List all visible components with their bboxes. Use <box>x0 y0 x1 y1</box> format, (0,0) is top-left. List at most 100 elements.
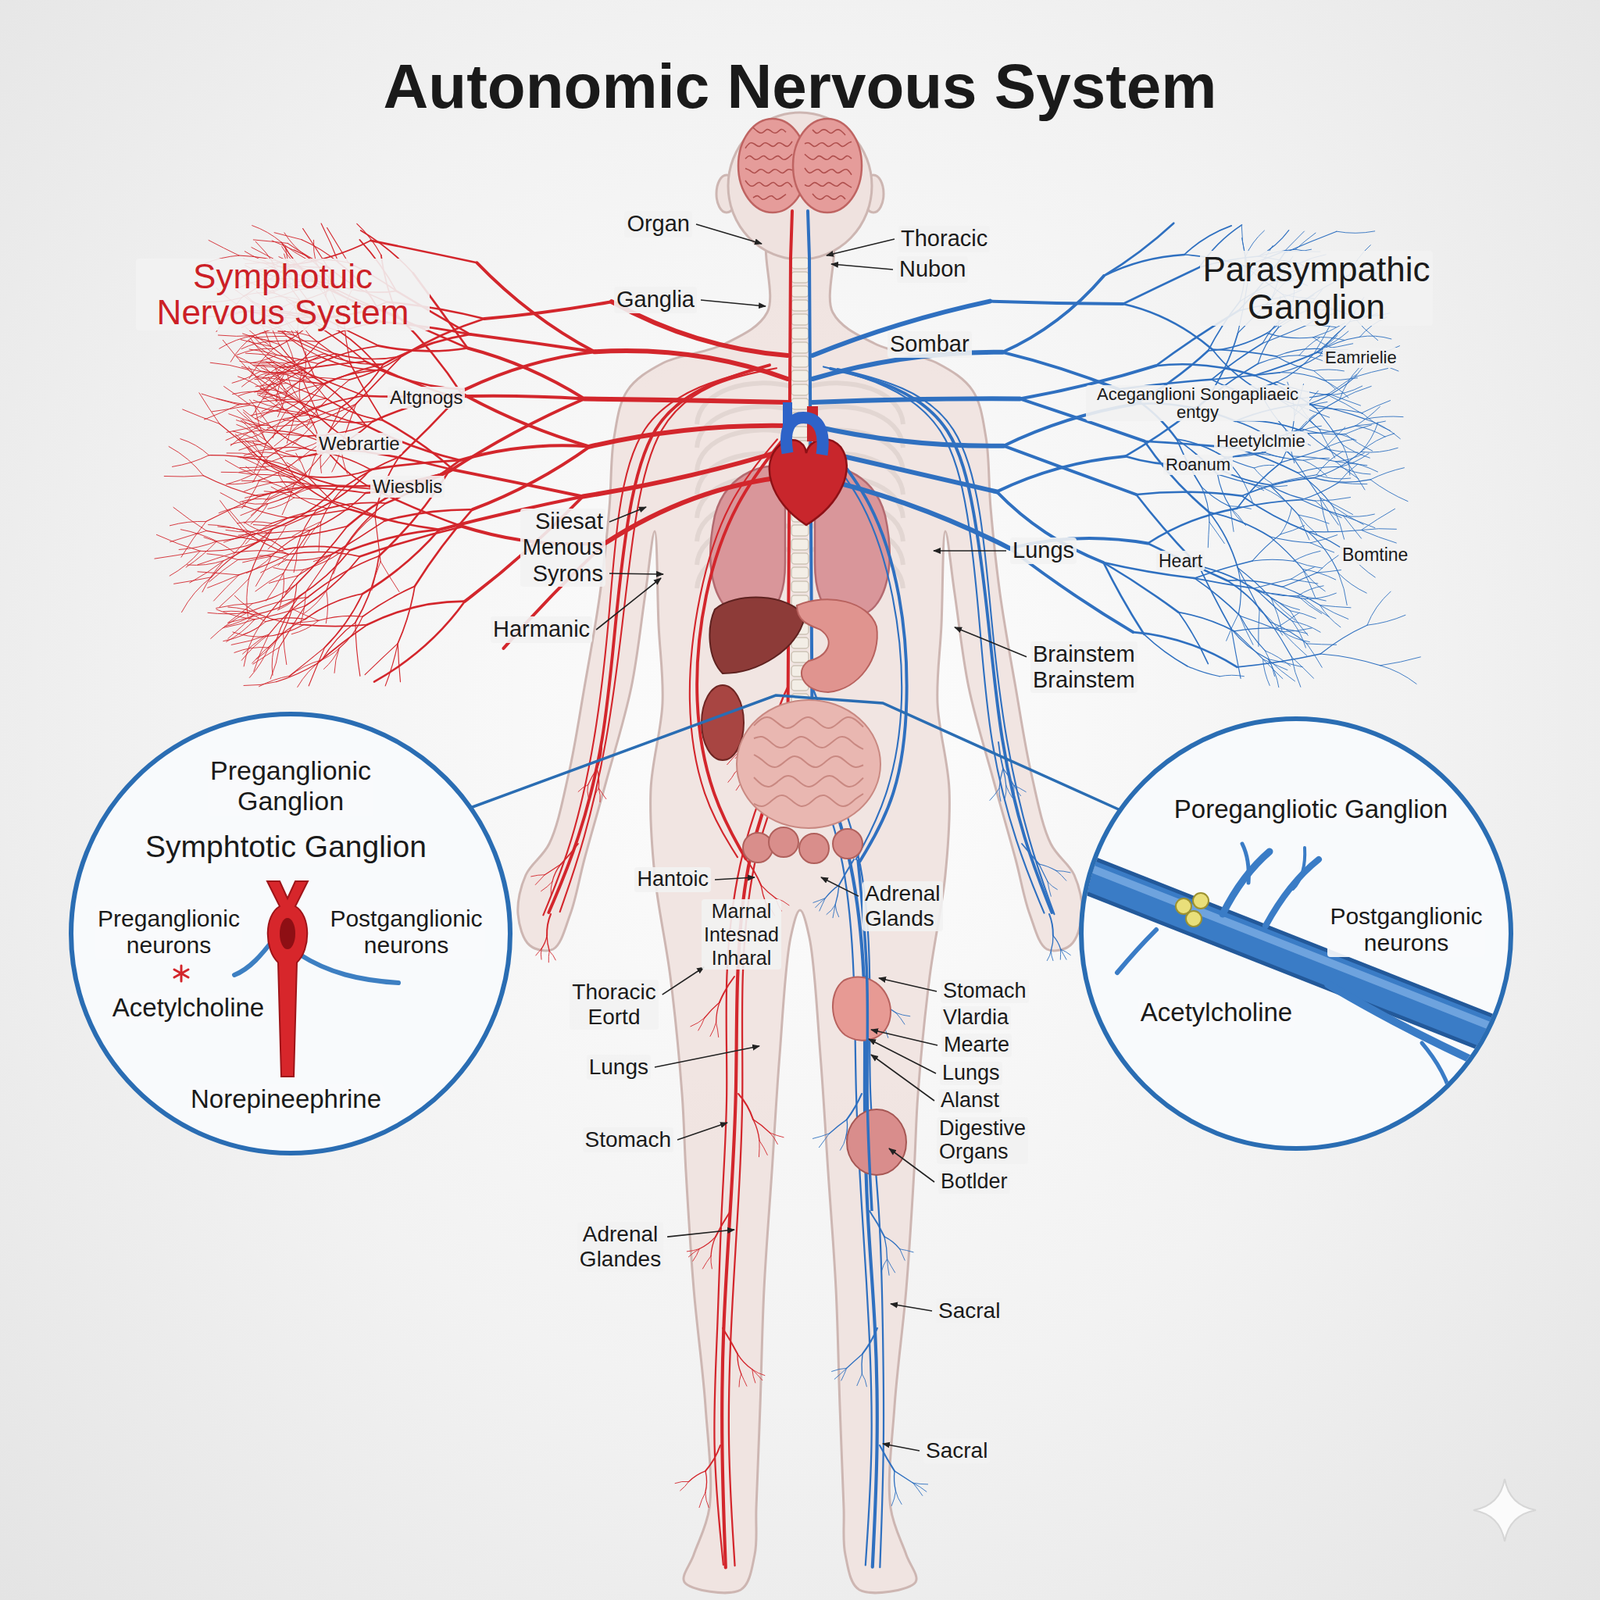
sympathetic-nerves <box>549 950 556 961</box>
parasympathetic-nerves <box>1338 573 1347 606</box>
sympathetic-nerves <box>209 559 239 582</box>
parasympathetic-nerves <box>1252 559 1294 561</box>
sympathetic-nerves <box>239 360 274 364</box>
sympathetic-nerves <box>197 552 235 565</box>
organs <box>736 700 881 829</box>
parasympathetic-nerves <box>1060 949 1067 960</box>
parasympathetic-nerves <box>1236 500 1302 509</box>
parasympathetic-nerves <box>1342 514 1375 517</box>
sympathetic-nerves <box>208 240 240 257</box>
parasympathetic-nerves <box>884 1236 888 1259</box>
parasympathetic-nerves <box>1046 950 1051 961</box>
sympathetic-nerves <box>222 339 248 370</box>
sympathetic-nerves <box>182 577 212 613</box>
parasympathetic-nerves <box>900 1249 914 1253</box>
parasympathetic-nerves <box>815 898 826 908</box>
parasympathetic-nerves <box>1219 675 1244 677</box>
sympathetic-nerves <box>722 1328 738 1354</box>
sympathetic-nerves <box>332 520 386 554</box>
brain <box>745 141 793 149</box>
spine <box>791 342 809 354</box>
leader-line <box>826 239 895 256</box>
spine <box>791 567 809 579</box>
sympathetic-nerves <box>294 335 336 354</box>
parasympathetic-nerves <box>1004 785 1007 799</box>
organs <box>796 599 878 693</box>
sympathetic-nerves <box>702 1256 711 1269</box>
parasympathetic-nerves <box>1309 403 1365 419</box>
parasympathetic-nerves <box>1301 482 1339 500</box>
sympathetic-nerves <box>686 1249 700 1252</box>
sympathetic-nerves <box>588 768 597 786</box>
sympathetic-nerves <box>246 466 273 483</box>
sympathetic-nerves <box>289 660 322 678</box>
sympathetic-nerves <box>317 625 368 664</box>
parasympathetic-nerves <box>1253 588 1298 597</box>
sympathetic-nerves <box>305 593 363 619</box>
organs <box>768 827 799 858</box>
parasympathetic-nerves <box>1002 352 1118 390</box>
leader-line <box>596 578 661 630</box>
sympathetic-nerves <box>219 424 262 461</box>
parasympathetic-nerves <box>1370 479 1408 502</box>
sympathetic-nerves <box>178 541 218 550</box>
parasympathetic-nerves <box>1211 343 1263 380</box>
part-label: Lungs <box>939 1061 1003 1086</box>
sympathetic-nerves <box>286 339 297 370</box>
sympathetic-nerves <box>235 434 257 456</box>
sympathetic-nerves <box>321 622 356 661</box>
sympathetic-nerves <box>303 625 368 627</box>
parasympathetic-nerves <box>1314 451 1361 478</box>
inset-outline <box>1081 718 1511 1149</box>
parasympathetic-nerves <box>1132 632 1237 668</box>
sympathetic-nerves <box>172 455 210 468</box>
sympathetic-nerves <box>680 1482 690 1492</box>
sympathetic-nerves <box>251 409 282 416</box>
inset-label: Poregangliotic Ganglion <box>1171 794 1450 825</box>
spine <box>791 553 809 565</box>
parasympathetic-nerves <box>813 898 826 904</box>
sympathetic-nerves <box>300 396 365 415</box>
sympathetic-nerves <box>243 449 272 456</box>
part-label: Organ <box>624 210 693 237</box>
parasympathetic-nerves <box>1122 267 1200 304</box>
parasympathetic-nerves <box>832 1367 847 1372</box>
parasympathetic-nerves <box>999 768 1004 790</box>
parasympathetic-nerves <box>1293 550 1321 561</box>
parasympathetic-nerves <box>1253 467 1272 484</box>
sympathetic-nerves <box>253 441 273 467</box>
sympathetic-nerves <box>560 843 579 865</box>
sympathetic-nerves <box>759 1140 768 1156</box>
sympathetic-nerves <box>362 529 440 594</box>
sympathetic-nerves <box>295 477 351 510</box>
sympathetic-nerves <box>242 530 289 554</box>
sympathetic-nerves <box>261 401 288 411</box>
parasympathetic-nerves <box>896 1013 905 1025</box>
parasympathetic-nerves <box>1316 451 1343 475</box>
sympathetic-nerves <box>269 425 311 451</box>
inset-label: Postganglionic neurons <box>327 905 485 960</box>
sympathetic-nerves <box>236 348 274 355</box>
parasympathetic-nerves <box>1298 514 1318 535</box>
sympathetic-nerves <box>257 394 282 410</box>
leader-line <box>714 877 755 880</box>
leader-line <box>871 1054 935 1101</box>
sympathetic-nerves <box>250 354 277 363</box>
parasympathetic-nerves <box>1314 500 1342 518</box>
sympathetic-nerves <box>284 232 306 256</box>
parasympathetic-nerves <box>1301 500 1343 516</box>
sympathetic-nerves <box>770 1132 779 1145</box>
sympathetic-nerves <box>181 521 207 558</box>
parasympathetic-nerves <box>1303 457 1329 461</box>
sympathetic-nerves <box>248 335 279 345</box>
sympathetic-nerves <box>232 371 261 383</box>
sympathetic-nerves <box>154 550 200 559</box>
brain <box>812 193 846 200</box>
sympathetic-nerves <box>535 875 545 886</box>
part-label: Thoracic Eortd <box>569 979 658 1030</box>
parasympathetic-nerves <box>1314 369 1345 372</box>
sympathetic-nerves <box>245 506 288 518</box>
callout-line <box>470 695 1121 811</box>
sympathetic-nerves <box>397 585 415 643</box>
parasympathetic-nerves <box>1324 449 1359 454</box>
